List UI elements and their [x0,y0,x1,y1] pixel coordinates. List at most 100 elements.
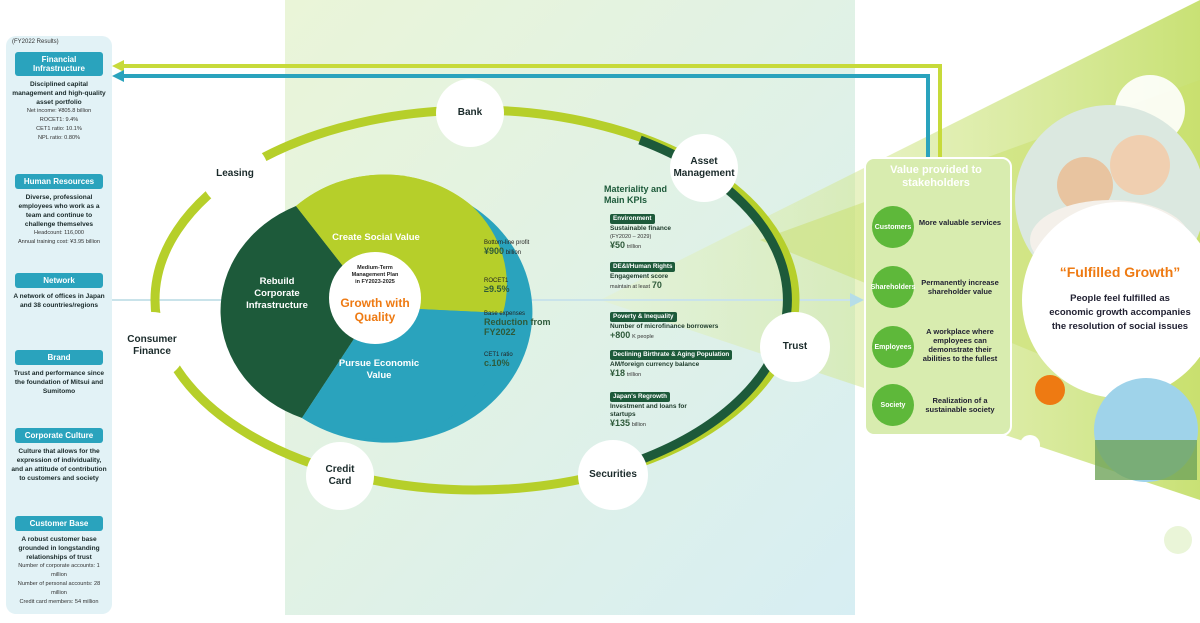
stakeholder-customers-icon: Customers [872,206,914,248]
arrow-head-lime [112,60,124,72]
materiality-line: Main KPIs [604,195,648,205]
flow-arrow-head [850,293,864,307]
kpi-value: ¥135 [610,418,631,428]
target-value: c.10% [484,358,510,368]
node-trust: Trust [766,318,824,376]
capital-title: Network [15,273,103,288]
capital-title: Financial Infrastructure [15,52,103,76]
capital-desc: Diverse, professional employees who work… [18,194,100,228]
node-label: Bank [457,107,483,118]
kpi-sub: maintain at least [610,284,651,290]
label-line: Value [366,370,392,381]
kpi-tag: Japan's Regrowth [610,392,670,402]
capital-financial: Financial Infrastructure Disciplined cap… [10,52,108,143]
kpi-tag: DE&I/Human Rights [610,262,676,272]
capital-customer-base: Customer Base A robust customer base gro… [10,516,108,607]
materiality-title: Materiality and Main KPIs [604,184,667,206]
target-value: ¥900 [484,246,505,256]
node-label: Trust [782,341,808,352]
city-greenery [1095,440,1197,480]
kpi-tag: Declining Birthrate & Aging Population [610,350,733,360]
target-value: Reduction from FY2022 [484,317,551,337]
stakeholder-shareholders-icon: Shareholders [871,266,915,308]
stakeholder-desc: A workplace where employees can demonstr… [922,327,998,363]
stakeholder-desc: More valuable services [918,218,1002,227]
target-base-expenses: Base expenses Reduction from FY2022 [484,311,576,337]
node-label: Consumer [127,334,177,345]
stakeholder-society-icon: Society [872,384,914,426]
plan-line: Medium-Term [357,265,393,271]
fy-note: (FY2022 Results) [12,39,59,45]
growth-with-quality: Growth with Quality [319,296,431,324]
title-line: stakeholders [902,177,970,189]
label-rebuild: Rebuild Corporate Infrastructure [242,276,312,312]
kpi-unit: trillion [626,372,642,378]
kpi-value: 70 [651,280,662,290]
node-leasing: Leasing [207,146,263,202]
kpi-environment: Environment Sustainable finance (FY2020 … [610,214,710,251]
growth-line: Growth with [340,296,410,310]
stakeholder-employees-icon: Employees [872,326,914,368]
fulfilled-line: the resolution of social issues [1051,321,1189,332]
plan-line: Management Plan [351,272,399,278]
capital-desc: Trust and performance since the foundati… [13,370,105,395]
kpi-value: ¥18 [610,368,626,378]
node-label: Asset [690,156,718,167]
label-line: Corporate [254,288,300,299]
node-label: Management [673,168,735,179]
node-label: Credit [325,464,355,475]
capital-title: Corporate Culture [15,428,103,443]
label-line: Infrastructure [246,300,308,311]
capital-desc: Disciplined capital management and high-… [12,81,106,106]
kpi-sub: (FY2020 – 2029) [610,234,652,240]
node-label: Card [328,476,352,487]
kpi-value: +800 [610,330,631,340]
fulfilled-circle [1022,202,1200,398]
target-profit: Bottom-line profit ¥900 billion [484,240,529,256]
kpi-japan-regrowth: Japan's Regrowth Investment and loans fo… [610,392,710,429]
kpi-unit: K people [632,334,654,340]
kpi-dei: DE&I/Human Rights Engagement score maint… [610,262,710,291]
fulfilled-line: economic growth accompanies [1049,307,1191,318]
feedback-arrow-teal [120,74,930,165]
capital-stat: Net income: ¥805.8 billion [26,108,92,114]
kpi-desc: Investment and loans for startups [610,403,687,418]
label-line: Pursue Economic [338,358,420,369]
capital-title: Human Resources [15,174,103,189]
pie-rebuild [220,206,375,418]
kpi-tag: Poverty & Inequality [610,312,677,322]
target-label: ROCET1 [484,278,509,284]
fulfilled-title: “Fulfilled Growth” [1059,264,1181,280]
fulfilled-line: People feel fulfilled as [1070,293,1170,304]
feedback-arrow-lime [120,64,942,165]
capital-network: Network A network of offices in Japan an… [10,273,108,310]
node-securities: Securities [584,446,642,504]
plan-line: in FY2023-2025 [355,279,395,285]
materiality-line: Materiality and [604,184,668,194]
deco-circle-small [1164,526,1192,554]
value-panel-title: Value provided to stakeholders [864,164,1008,190]
target-value: ≥9.5% [484,284,510,294]
capital-title: Customer Base [15,516,103,531]
capital-desc: A network of offices in Japan and 38 cou… [13,293,105,309]
kpi-desc: Engagement score [610,273,669,280]
kpi-unit: trillion [626,244,642,250]
target-label: Bottom-line profit [484,240,530,246]
capital-title: Brand [15,350,103,365]
capital-desc: Culture that allows for the expression o… [11,448,107,482]
arrow-head-teal [112,70,124,82]
node-label: Leasing [216,168,254,179]
kpi-desc: AM/foreign currency balance [610,361,700,368]
target-cet1: CET1 ratio c.10% [484,352,513,368]
target-unit: billion [505,250,522,256]
pie-center [329,252,421,344]
mother-face [1110,135,1170,195]
capital-stat: Headcount: 116,000 [34,230,84,236]
stakeholder-desc: Realization of a sustainable society [925,396,995,414]
title-line: Value provided to [890,164,982,176]
node-bank: Bank [442,85,498,141]
capital-culture: Corporate Culture Culture that allows fo… [10,428,108,483]
